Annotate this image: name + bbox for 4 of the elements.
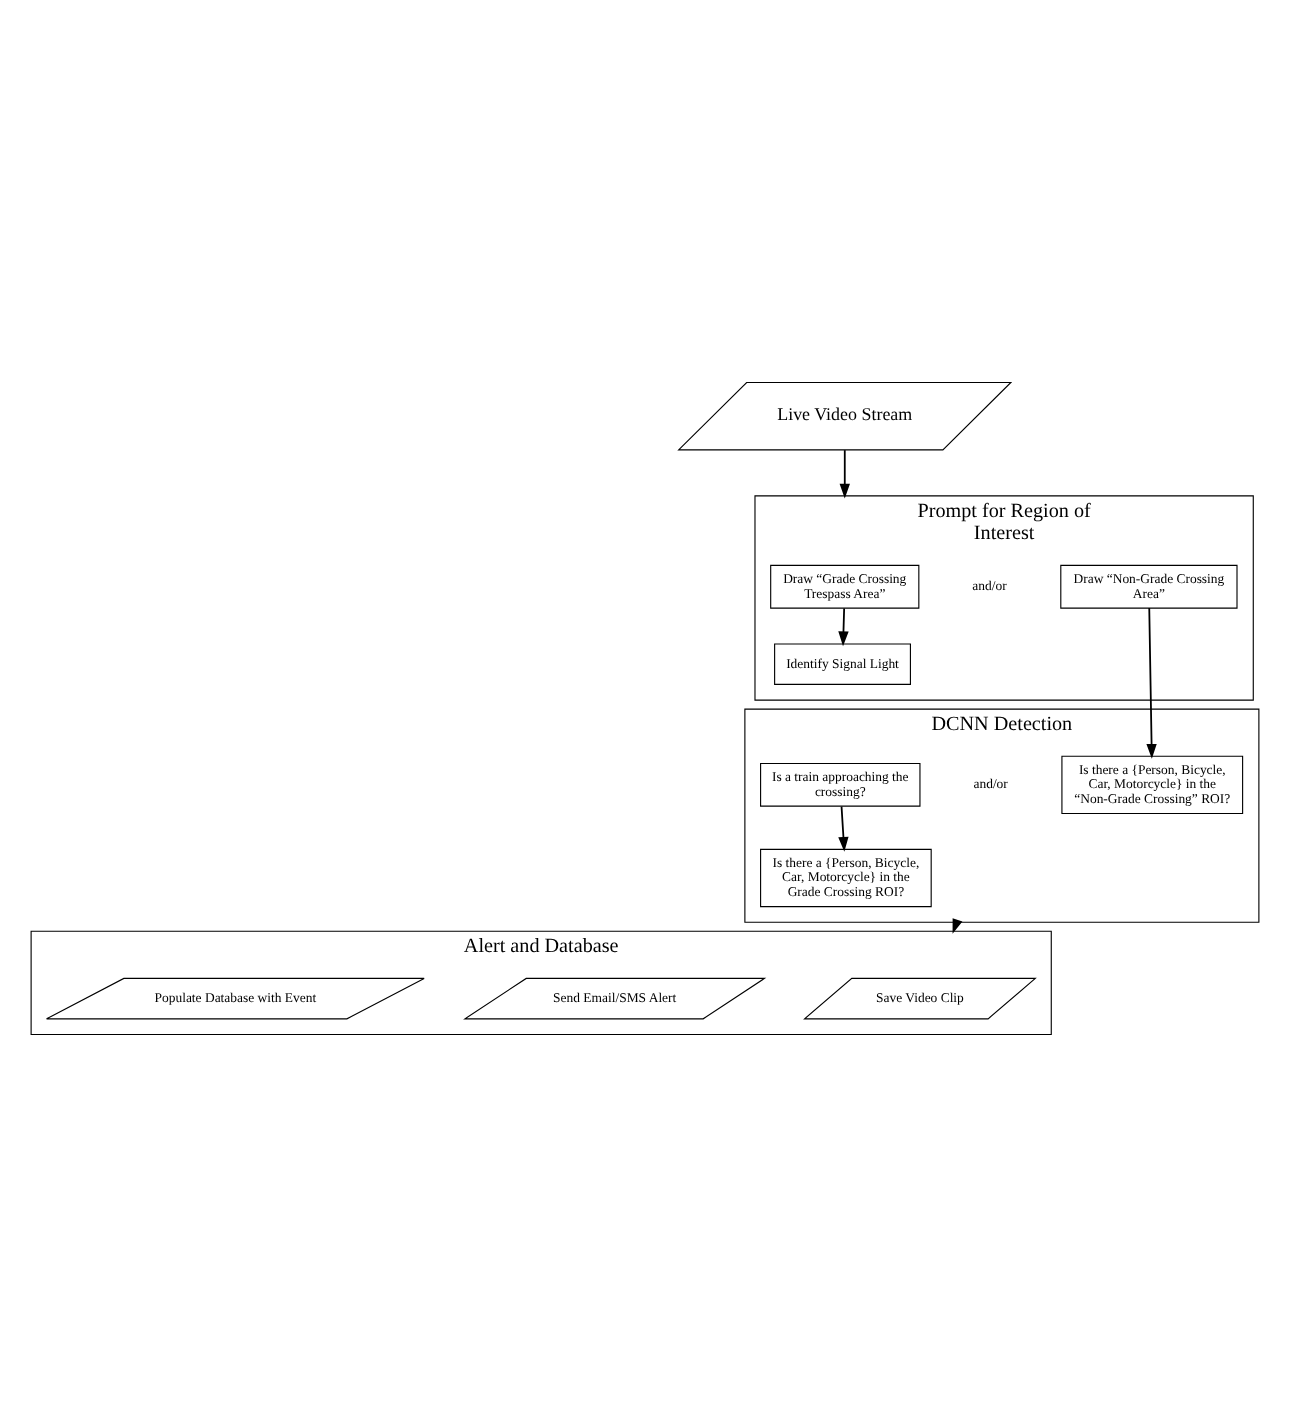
- arrow: [838, 804, 849, 851]
- arrow: [839, 448, 850, 498]
- arrow: [1146, 606, 1157, 758]
- arrow: [838, 606, 849, 646]
